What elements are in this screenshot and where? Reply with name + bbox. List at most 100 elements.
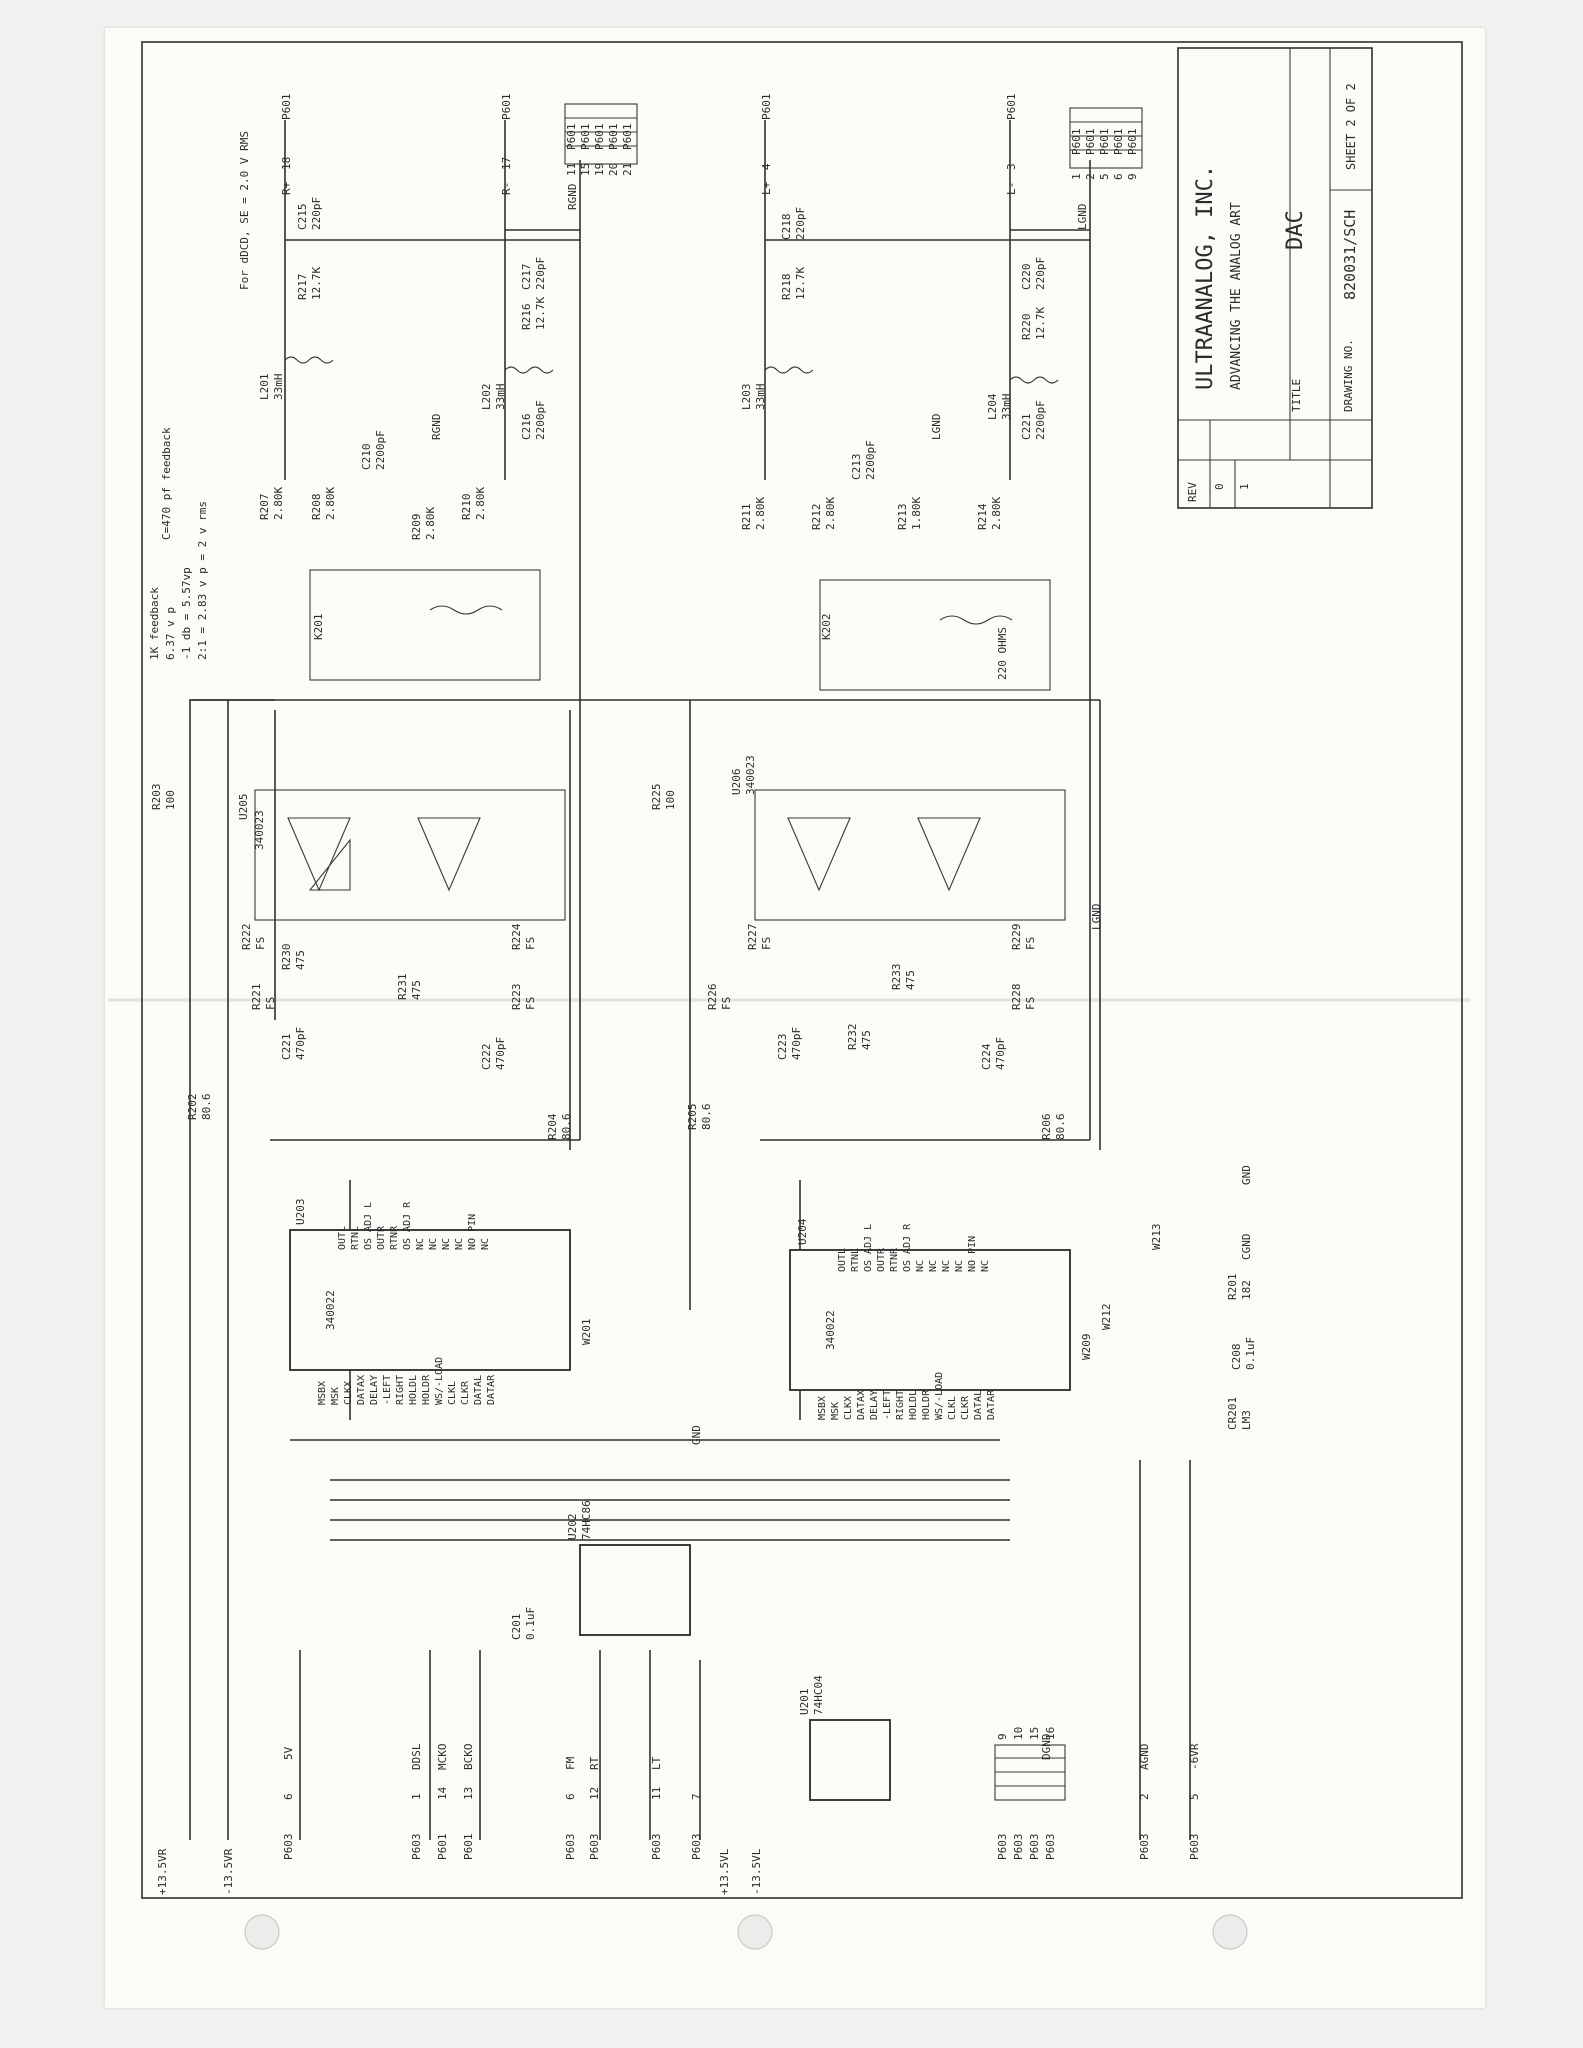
conn-grid-2-pin: 10 [1012,1727,1025,1740]
part-u204-val: 340022 [824,1310,837,1350]
part-r227: R227 [746,924,759,951]
part-r222-val: FS [254,937,267,950]
out-lm-net: L- [1005,182,1018,195]
net-cgnd-label: CGND [1240,1234,1253,1261]
part-l202: L202 [480,384,493,411]
part-c224: C224 [980,1043,993,1070]
part-r225-val: 100 [664,790,677,810]
u203-left-pin-label: HOLDL [408,1375,419,1405]
part-l203-val: 33mH [754,384,767,411]
part-c223-val: 470pF [790,1027,803,1060]
out-rm-pin: 17 [500,157,513,170]
net-lgnd-label: LGND [1076,204,1089,231]
rail-n13vl: -13.5VL [750,1848,763,1895]
u203-right-pin-label: OUTR [376,1225,387,1250]
conn-grid-1-pin: 9 [996,1733,1009,1740]
u203-right-pin-label: NC [441,1238,452,1250]
u203-right-pin-label: NC [454,1238,465,1250]
part-c216-val: 2200pF [534,400,547,440]
title-label: TITLE [1290,379,1303,412]
u203-right-pin-label: RTNL [350,1226,361,1250]
part-r223-val: FS [524,997,537,1010]
part-c221: C221 [280,1034,293,1061]
conn-p601-bcko-pin: 13 [462,1787,475,1800]
part-r230-val: 475 [294,950,307,970]
part-r231-val: 475 [410,980,423,1000]
conn-p603-rt-net: RT [588,1756,601,1770]
part-c208-val: 0.1uF [1244,1337,1257,1370]
part-w201: W201 [580,1319,593,1346]
part-r210-val: 2.80K [474,487,487,520]
u203-left-pin-label: DATAL [473,1375,484,1405]
lgnd-conn-4: P601 [1112,129,1125,156]
part-c201: C201 [510,1614,523,1641]
part-r216-val: 12.7K [534,297,547,330]
part-r233: R233 [890,964,903,991]
u203-left-pin-label: MSK [330,1387,341,1405]
u204-right-pin-label: OUTR [876,1247,887,1272]
part-r211-val: 2.80K [754,497,767,530]
net-rgnd-label: RGND [566,184,579,211]
conn-p603-lt-net: LT [650,1756,663,1770]
sheet-number: SHEET 2 OF 2 [1344,83,1358,170]
u203-left-pin-label: CLKR [460,1380,471,1405]
conn-p601-mcko-pin: 14 [436,1786,449,1800]
part-r232-val: 475 [860,1030,873,1050]
part-u204: U204 [796,1218,809,1245]
u204-left-pin-label: DATAL [973,1390,984,1420]
out-rp-conn: P601 [280,94,293,121]
part-l203: L203 [740,384,753,411]
conn-p603-fm-net: FM [564,1756,577,1770]
u203-right-pin-label: NC [428,1238,439,1250]
u204-right-pin-label: NC [954,1260,965,1272]
u204-right-pin-label: OS ADJ R [902,1223,913,1272]
lgnd-pin-2: 2 [1084,173,1097,180]
rgnd-conn-3: P601 [593,124,606,151]
conn-p601-bcko: P601 [462,1834,475,1861]
u203-left-pin-label: DELAY [369,1375,380,1405]
conn-p603-5v-pin: 6 [282,1793,295,1800]
inductors [284,356,1059,384]
part-u206: U206 [730,769,743,796]
part-c208: C208 [1230,1344,1243,1371]
u204-right-pin-label: RTNL [850,1248,861,1272]
u204-left-pin-label: CLKX [843,1396,854,1420]
part-r218: R218 [780,274,793,301]
conn-p603-rt: P603 [588,1834,601,1861]
part-r203-val: 100 [164,790,177,810]
u204-right-pin-label: NC [928,1260,939,1272]
part-c224-val: 470pF [994,1037,1007,1070]
net-gnd-label: GND [1240,1165,1253,1185]
part-r206-val: 80.6 [1054,1114,1067,1141]
part-r226-val: FS [720,997,733,1010]
part-r229: R229 [1010,924,1023,951]
u203-left-pin-label: CLKX [343,1381,354,1405]
conn-p603-ddsl-net: DDSL [410,1743,423,1770]
u204-left-pin-label: DATAX [856,1390,867,1420]
u203-left-pin-label: -LEFT [382,1375,393,1405]
u203-left-pin-label: RIGHT [395,1375,406,1405]
part-k201: K201 [312,614,325,641]
out-rp-net: R+ [280,181,293,195]
part-r214-val: 2.80K [990,497,1003,530]
part-r212: R212 [810,504,823,531]
u204-left-pin-label: MSBX [817,1396,828,1420]
u204-left-pin-label: HOLDL [908,1390,919,1420]
part-r207: R207 [258,494,271,521]
rgnd-pin-1: 11 [565,163,578,176]
title-block-frame [1177,47,1373,509]
u203-right-pin-label: NO PIN [467,1214,478,1250]
drawing-no-label: DRAWING NO. [1342,339,1355,412]
conn-p603-fm-pin: 6 [564,1793,577,1800]
part-r220-val: 12.7K [1034,307,1047,340]
conn-p603-ddsl: P603 [410,1834,423,1861]
part-r205: R205 [686,1104,699,1131]
note-db: -1 db = 5.57vp [180,567,193,660]
rgnd-conn-5: P601 [621,124,634,151]
note-1k-feedback: 1K feedback [148,587,161,660]
part-u202: U202 [566,1514,579,1541]
rail-p13vr: +13.5VR [156,1848,169,1895]
net-gnd-label-2: GND [690,1425,703,1445]
conn-grid-3-pin: 15 [1028,1727,1041,1740]
u204-left-pin-label: MSK [830,1402,841,1420]
